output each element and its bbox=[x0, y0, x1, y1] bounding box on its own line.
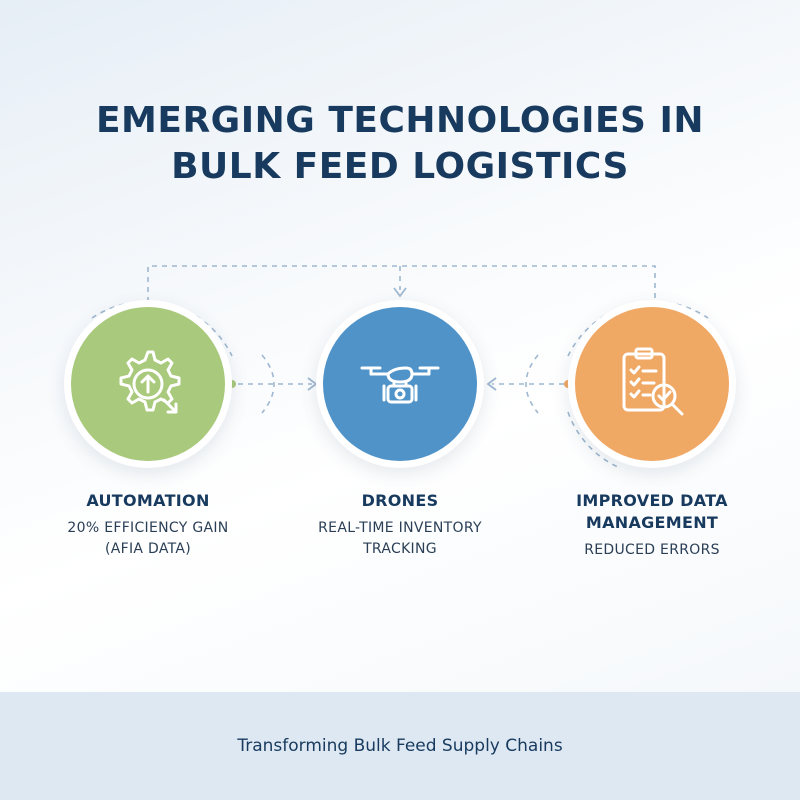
automation-label: AUTOMATION 20% EFFICIENCY GAIN (AFIA DAT… bbox=[40, 490, 256, 560]
clipboard-magnifier-icon bbox=[622, 347, 684, 416]
automation-subtitle: 20% EFFICIENCY GAIN (AFIA DATA) bbox=[40, 518, 256, 560]
data-management-subtitle: REDUCED ERRORS bbox=[544, 540, 760, 561]
data-management-title: IMPROVED DATA MANAGEMENT bbox=[544, 490, 760, 534]
right-arc bbox=[525, 354, 539, 414]
arrowhead-top bbox=[393, 287, 407, 298]
automation-node bbox=[64, 300, 232, 468]
drones-subtitle-line-1: REAL-TIME INVENTORY bbox=[318, 520, 482, 536]
drones-label: DRONES REAL-TIME INVENTORY TRACKING bbox=[292, 490, 508, 560]
automation-subtitle-line-1: 20% EFFICIENCY GAIN bbox=[67, 520, 229, 536]
automation-circle bbox=[71, 307, 225, 461]
drones-subtitle-line-2: TRACKING bbox=[363, 541, 437, 557]
data-management-label: IMPROVED DATA MANAGEMENT REDUCED ERRORS bbox=[544, 490, 760, 561]
data-management-title-line-2: MANAGEMENT bbox=[585, 513, 719, 532]
data-management-title-line-1: IMPROVED DATA bbox=[576, 491, 728, 510]
data-management-circle bbox=[575, 307, 729, 461]
drones-node bbox=[316, 300, 484, 468]
arrowhead-right bbox=[486, 377, 497, 391]
automation-subtitle-line-2: (AFIA DATA) bbox=[104, 541, 192, 557]
drone-icon bbox=[360, 366, 440, 404]
left-arc bbox=[261, 354, 275, 414]
drones-subtitle: REAL-TIME INVENTORY TRACKING bbox=[292, 518, 508, 560]
drones-title: DRONES bbox=[361, 491, 439, 510]
automation-title: AUTOMATION bbox=[86, 491, 210, 510]
footer-text: Transforming Bulk Feed Supply Chains bbox=[237, 736, 563, 756]
footer-banner: Transforming Bulk Feed Supply Chains bbox=[0, 692, 800, 800]
title-line-1: EMERGING TECHNOLOGIES IN bbox=[95, 100, 705, 141]
arrowhead-left bbox=[307, 377, 318, 391]
page-title: EMERGING TECHNOLOGIES IN BULK FEED LOGIS… bbox=[0, 98, 800, 190]
title-line-2: BULK FEED LOGISTICS bbox=[171, 146, 629, 187]
drones-circle bbox=[323, 307, 477, 461]
data-management-subtitle-line-1: REDUCED ERRORS bbox=[584, 542, 720, 558]
data-management-node bbox=[568, 300, 736, 468]
gear-arrow-icon bbox=[119, 350, 181, 414]
top-bracket-connector bbox=[147, 265, 656, 302]
